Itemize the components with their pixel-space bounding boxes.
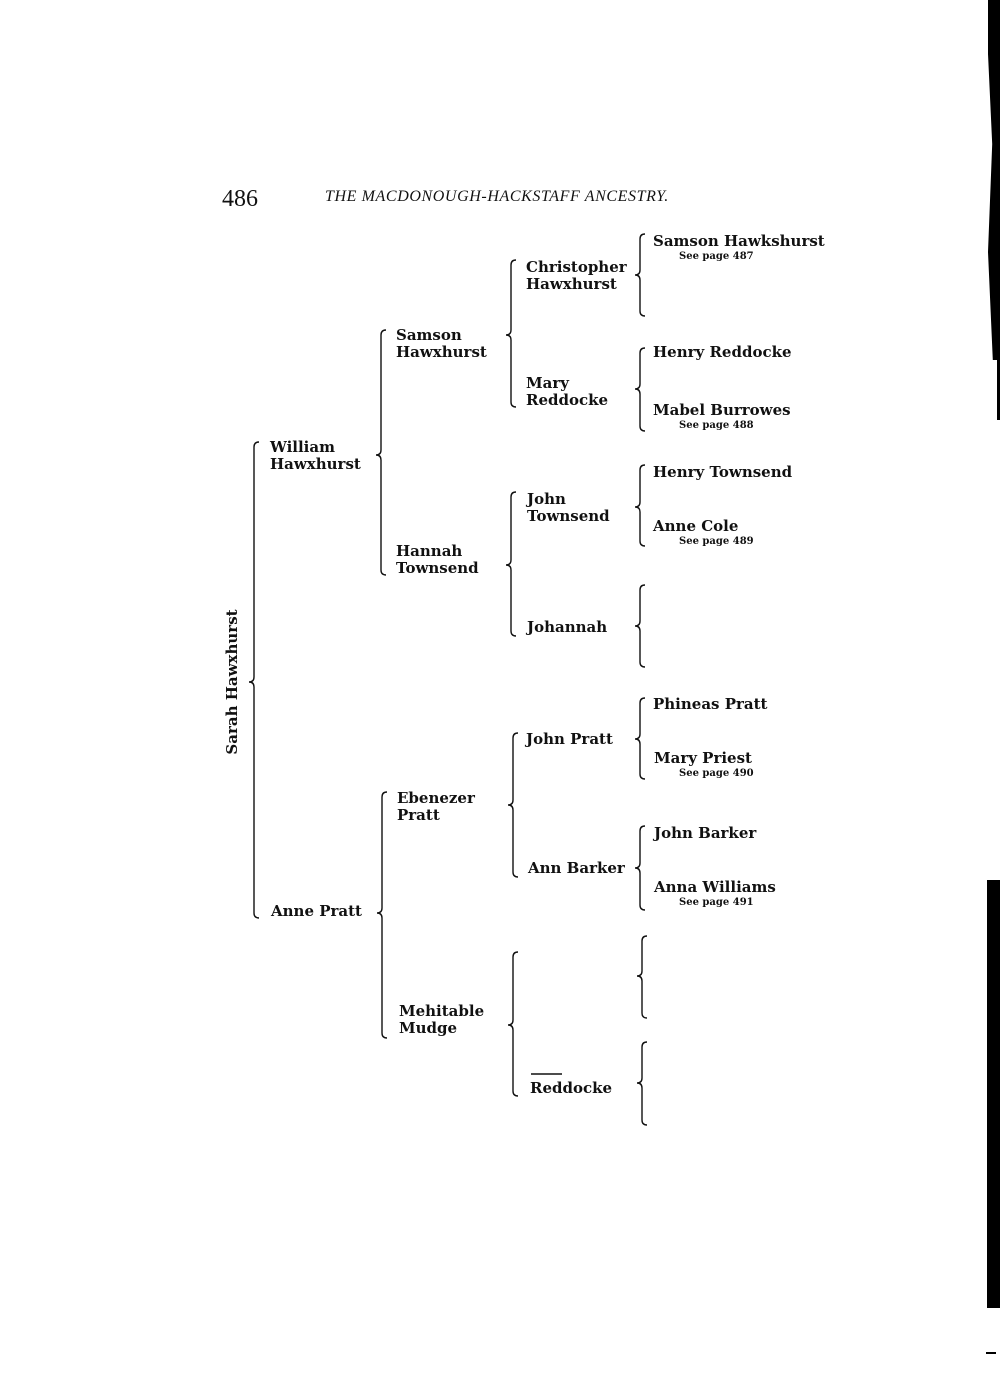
cross-reference: See page 491 — [679, 897, 754, 908]
bracket-unnamed — [636, 935, 648, 1019]
bracket-hannah — [505, 491, 517, 637]
person-anne-cole: Anne Cole — [653, 517, 739, 535]
running-title: THE MACDONOUGH-HACKSTAFF ANCESTRY. — [325, 188, 669, 205]
scan-edge-shadow — [987, 880, 1000, 1308]
person-mehitable-mudge: Mehitable Mudge — [399, 1002, 485, 1037]
person-henry-reddocke: Henry Reddocke — [653, 343, 792, 361]
page-number: 486 — [222, 186, 258, 212]
root-person: Sarah Hawxhurst — [223, 609, 241, 755]
bracket-john-townsend — [634, 464, 646, 547]
scan-edge-mark — [986, 1352, 996, 1354]
person-john-barker: John Barker — [654, 824, 757, 842]
person-samson-hawkshurst: Samson Hawkshurst — [653, 232, 825, 250]
bracket-mary-reddocke — [634, 347, 646, 432]
bracket-ebenezer — [507, 732, 519, 878]
bracket-root — [248, 441, 260, 919]
cross-reference: See page 487 — [679, 251, 754, 262]
person-anne-pratt: Anne Pratt — [271, 902, 362, 920]
bracket-william — [375, 329, 387, 576]
bracket-samson — [505, 259, 517, 408]
person-anna-williams: Anna Williams — [654, 878, 776, 896]
bracket-christopher — [634, 233, 646, 317]
scan-edge-shadow — [997, 340, 1000, 420]
person-henry-townsend: Henry Townsend — [653, 463, 793, 481]
person-hannah-townsend: Hannah Townsend — [396, 542, 479, 577]
person-christopher-hawxhurst: Christopher Hawxhurst — [526, 258, 627, 293]
person-john-townsend: John Townsend — [527, 490, 610, 525]
person-johannah: Johannah — [527, 618, 608, 636]
cross-reference: See page 488 — [679, 420, 754, 431]
cross-reference: See page 489 — [679, 536, 754, 547]
person-mary-reddocke: Mary Reddocke — [526, 374, 609, 409]
bracket-reddocke — [636, 1041, 648, 1126]
bracket-john-pratt — [634, 697, 646, 780]
bracket-mehitable — [507, 951, 519, 1097]
bracket-ann-barker — [634, 825, 646, 911]
person-mabel-burrowes: Mabel Burrowes — [653, 401, 791, 419]
person-samson-hawxhurst: Samson Hawxhurst — [396, 326, 487, 361]
cross-reference: See page 490 — [679, 768, 754, 779]
person-mary-priest: Mary Priest — [654, 749, 752, 767]
scan-edge-shadow — [988, 0, 1000, 360]
person-phineas-pratt: Phineas Pratt — [653, 695, 768, 713]
person-reddocke: Reddocke — [530, 1079, 613, 1097]
person-ebenezer-pratt: Ebenezer Pratt — [397, 789, 475, 824]
bracket-johannah — [634, 584, 646, 668]
person-william-hawxhurst: William Hawxhurst — [270, 438, 361, 473]
bracket-anne — [376, 791, 388, 1039]
person-john-pratt: John Pratt — [526, 730, 613, 748]
person-ann-barker: Ann Barker — [528, 859, 625, 877]
